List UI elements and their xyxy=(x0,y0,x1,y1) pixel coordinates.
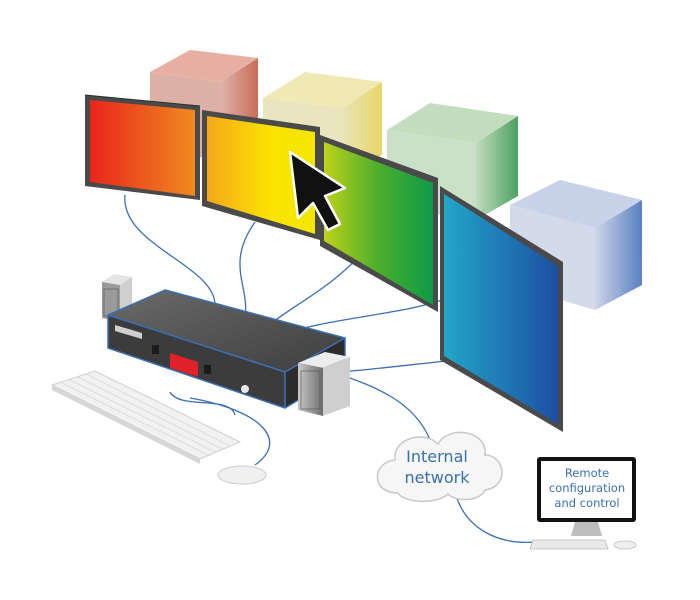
remote-label-line1: Remote xyxy=(565,466,609,480)
switch-led-display xyxy=(170,353,198,377)
cloud-label-line2: network xyxy=(405,468,471,487)
cloud-label-line1: Internal xyxy=(406,447,468,466)
speaker-right xyxy=(298,352,350,416)
keyboard-icon xyxy=(50,370,242,464)
mouse-icon xyxy=(217,465,267,485)
remote-label-line2: configuration xyxy=(549,481,625,495)
cable-mouse xyxy=(189,397,271,466)
cable-monitor-1 xyxy=(124,194,216,306)
remote-label-line3: and control xyxy=(554,496,619,510)
switch-logo-plate xyxy=(115,325,142,339)
cable-keyboard xyxy=(169,391,236,416)
remote-computer-icon xyxy=(529,457,637,550)
cable-monitor-2 xyxy=(239,221,256,319)
switch-port xyxy=(204,365,211,374)
monitor-1 xyxy=(84,94,201,200)
cloud-icon xyxy=(376,431,503,503)
monitor-2 xyxy=(202,110,320,240)
cable-network-remote xyxy=(454,491,536,544)
monitor-4 xyxy=(440,186,563,432)
switch-brand-icon xyxy=(241,385,249,393)
monitor-icon xyxy=(84,94,201,107)
monitor-3 xyxy=(320,135,438,312)
cursor-arrow-icon xyxy=(288,150,347,232)
switch-port xyxy=(152,345,159,354)
